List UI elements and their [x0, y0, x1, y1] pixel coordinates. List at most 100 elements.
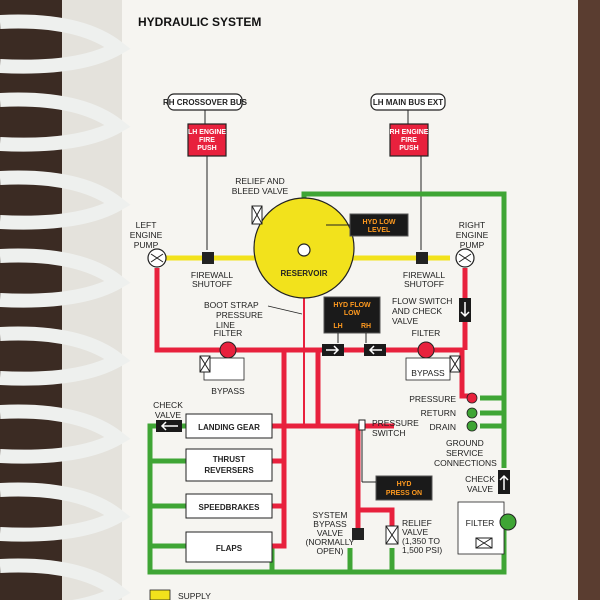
- valve-icon: [449, 355, 461, 373]
- flow-switch-line-2: AND CHECK: [392, 306, 442, 316]
- relief-valve-line-1: RELIEF: [402, 518, 432, 528]
- page-title: HYDRAULIC SYSTEM: [138, 15, 261, 29]
- rh-fire-line-3: PUSH: [399, 145, 418, 152]
- filter-bottom-label: FILTER: [466, 518, 495, 528]
- legend-supply-label: SUPPLY: [178, 591, 211, 600]
- valve-icon: [202, 252, 214, 264]
- reservoir-label: RESERVOIR: [281, 269, 328, 278]
- valve-icon: [475, 537, 493, 549]
- left-pump-line-2: ENGINE: [130, 230, 163, 240]
- landing-gear-label: LANDING GEAR: [198, 423, 260, 432]
- legend-supply-swatch: [149, 589, 171, 600]
- speedbrakes-box: SPEEDBRAKES: [185, 493, 273, 519]
- firewall-r-line-1: FIREWALL: [403, 270, 445, 280]
- hyd-low-line-1: HYD LOW: [362, 219, 395, 226]
- right-pump-line-3: PUMP: [460, 240, 485, 250]
- relief-bleed-line-2: BLEED VALVE: [232, 186, 289, 196]
- check-valve-icon: [156, 420, 182, 432]
- hyd-press-line-2: PRESS ON: [386, 490, 422, 497]
- system-bypass-line-5: OPEN): [317, 546, 344, 556]
- lh-engine-fire-push: LH ENGINE FIRE PUSH: [187, 123, 227, 157]
- valve-icon: [352, 528, 364, 540]
- left-pump-line-3: PUMP: [134, 240, 159, 250]
- hyd-press-line-1: HYD: [397, 481, 412, 488]
- boot-strap-line-1: BOOT STRAP: [204, 300, 259, 310]
- check-valve-icon: [322, 344, 344, 356]
- hyd-low-line-2: LEVEL: [368, 227, 391, 234]
- right-pump-line-2: ENGINE: [456, 230, 489, 240]
- speedbrakes-label: SPEEDBRAKES: [199, 503, 261, 512]
- thrust-reversers-box: THRUST REVERSERS: [185, 448, 273, 482]
- relief-bleed-line-1: RELIEF AND: [235, 176, 285, 186]
- filter-icon: [417, 341, 435, 359]
- hyd-flow-low-annunciator: HYD FLOW LOW LH RH: [323, 296, 381, 334]
- check-valve-l-line-1: CHECK: [153, 400, 183, 410]
- flow-switch-line-3: VALVE: [392, 316, 418, 326]
- boot-strap-line-3: LINE: [216, 320, 235, 330]
- valve-icon: [416, 252, 428, 264]
- landing-gear-box: LANDING GEAR: [185, 413, 273, 439]
- binder-edge: [578, 0, 600, 600]
- check-valve-r-line-1: CHECK: [465, 474, 495, 484]
- bypass-l-label: BYPASS: [211, 386, 245, 396]
- check-valve-l-line-2: VALVE: [155, 410, 181, 420]
- valve-icon: [199, 355, 211, 373]
- relief-valve-line-3: (1,350 TO: [402, 536, 440, 546]
- binder-ring-icon: [0, 248, 131, 308]
- thrust-reversers-line-1: THRUST: [213, 455, 246, 464]
- reservoir-sensor: [297, 243, 311, 257]
- binder-ring-icon: [0, 170, 131, 230]
- hyd-flow-line-1: HYD FLOW: [333, 302, 371, 309]
- binder-ring-icon: [0, 404, 131, 464]
- check-valve-icon: [364, 344, 386, 356]
- right-pump-line-1: RIGHT: [459, 220, 485, 230]
- pressure-label: PRESSURE: [409, 394, 456, 404]
- binder-ring-icon: [0, 92, 131, 152]
- filter-icon: [499, 513, 517, 531]
- flow-switch-line-1: FLOW SWITCH: [392, 296, 452, 306]
- ground-service-line-3: CONNECTIONS: [434, 458, 497, 468]
- arrow-icon: [459, 298, 471, 322]
- system-bypass-line-4: (NORMALLY: [306, 537, 355, 547]
- system-bypass-line-3: VALVE: [317, 528, 343, 538]
- pump-icon: [147, 248, 167, 268]
- boot-strap-line-2: PRESSURE: [216, 310, 263, 320]
- left-pump-line-1: LEFT: [136, 220, 157, 230]
- binder-rings: [0, 14, 131, 600]
- lh-fire-line-1: LH ENGINE: [188, 129, 226, 136]
- binder-ring-icon: [0, 14, 131, 74]
- system-bypass-line-2: BYPASS: [313, 519, 347, 529]
- lh-fire-line-2: FIRE: [199, 137, 215, 144]
- bypass-r-label: BYPASS: [411, 368, 445, 378]
- binder-ring-icon: [0, 558, 131, 600]
- drain-label: DRAIN: [430, 422, 456, 432]
- pressure-connection: [466, 392, 478, 404]
- lh-fire-line-3: PUSH: [197, 145, 216, 152]
- hyd-low-level-annunciator: HYD LOW LEVEL: [349, 213, 409, 237]
- binder-ring-icon: [0, 326, 131, 386]
- check-valve-icon: [498, 470, 510, 494]
- valve-icon: [385, 525, 399, 545]
- valve-icon: [251, 205, 263, 225]
- ground-service-line-1: GROUND: [446, 438, 484, 448]
- lh-main-bus-ext-label: LH MAIN BUS EXT: [373, 98, 443, 107]
- hyd-press-on-annunciator: HYD PRESS ON: [375, 475, 433, 501]
- pressure-switch-line-2: SWITCH: [372, 428, 406, 438]
- pressure-switch-line-1: PRESSURE: [372, 418, 419, 428]
- rh-fire-line-2: FIRE: [401, 137, 417, 144]
- leader-line: [267, 305, 303, 315]
- firewall-l-line-1: FIREWALL: [191, 270, 233, 280]
- rh-engine-fire-push: RH ENGINE FIRE PUSH: [389, 123, 429, 157]
- thrust-reversers-line-2: REVERSERS: [204, 466, 254, 475]
- rh-crossover-bus-label: RH CROSSOVER BUS: [163, 98, 248, 107]
- rh-fire-line-1: RH ENGINE: [390, 129, 429, 136]
- filter-r-label: FILTER: [412, 328, 441, 338]
- pressure-switch: [358, 419, 366, 431]
- relief-valve-line-4: 1,500 PSI): [402, 545, 442, 555]
- hyd-flow-lh: LH: [333, 323, 342, 330]
- filter-icon: [219, 341, 237, 359]
- ground-service-line-2: SERVICE: [446, 448, 483, 458]
- hyd-flow-rh: RH: [361, 323, 371, 330]
